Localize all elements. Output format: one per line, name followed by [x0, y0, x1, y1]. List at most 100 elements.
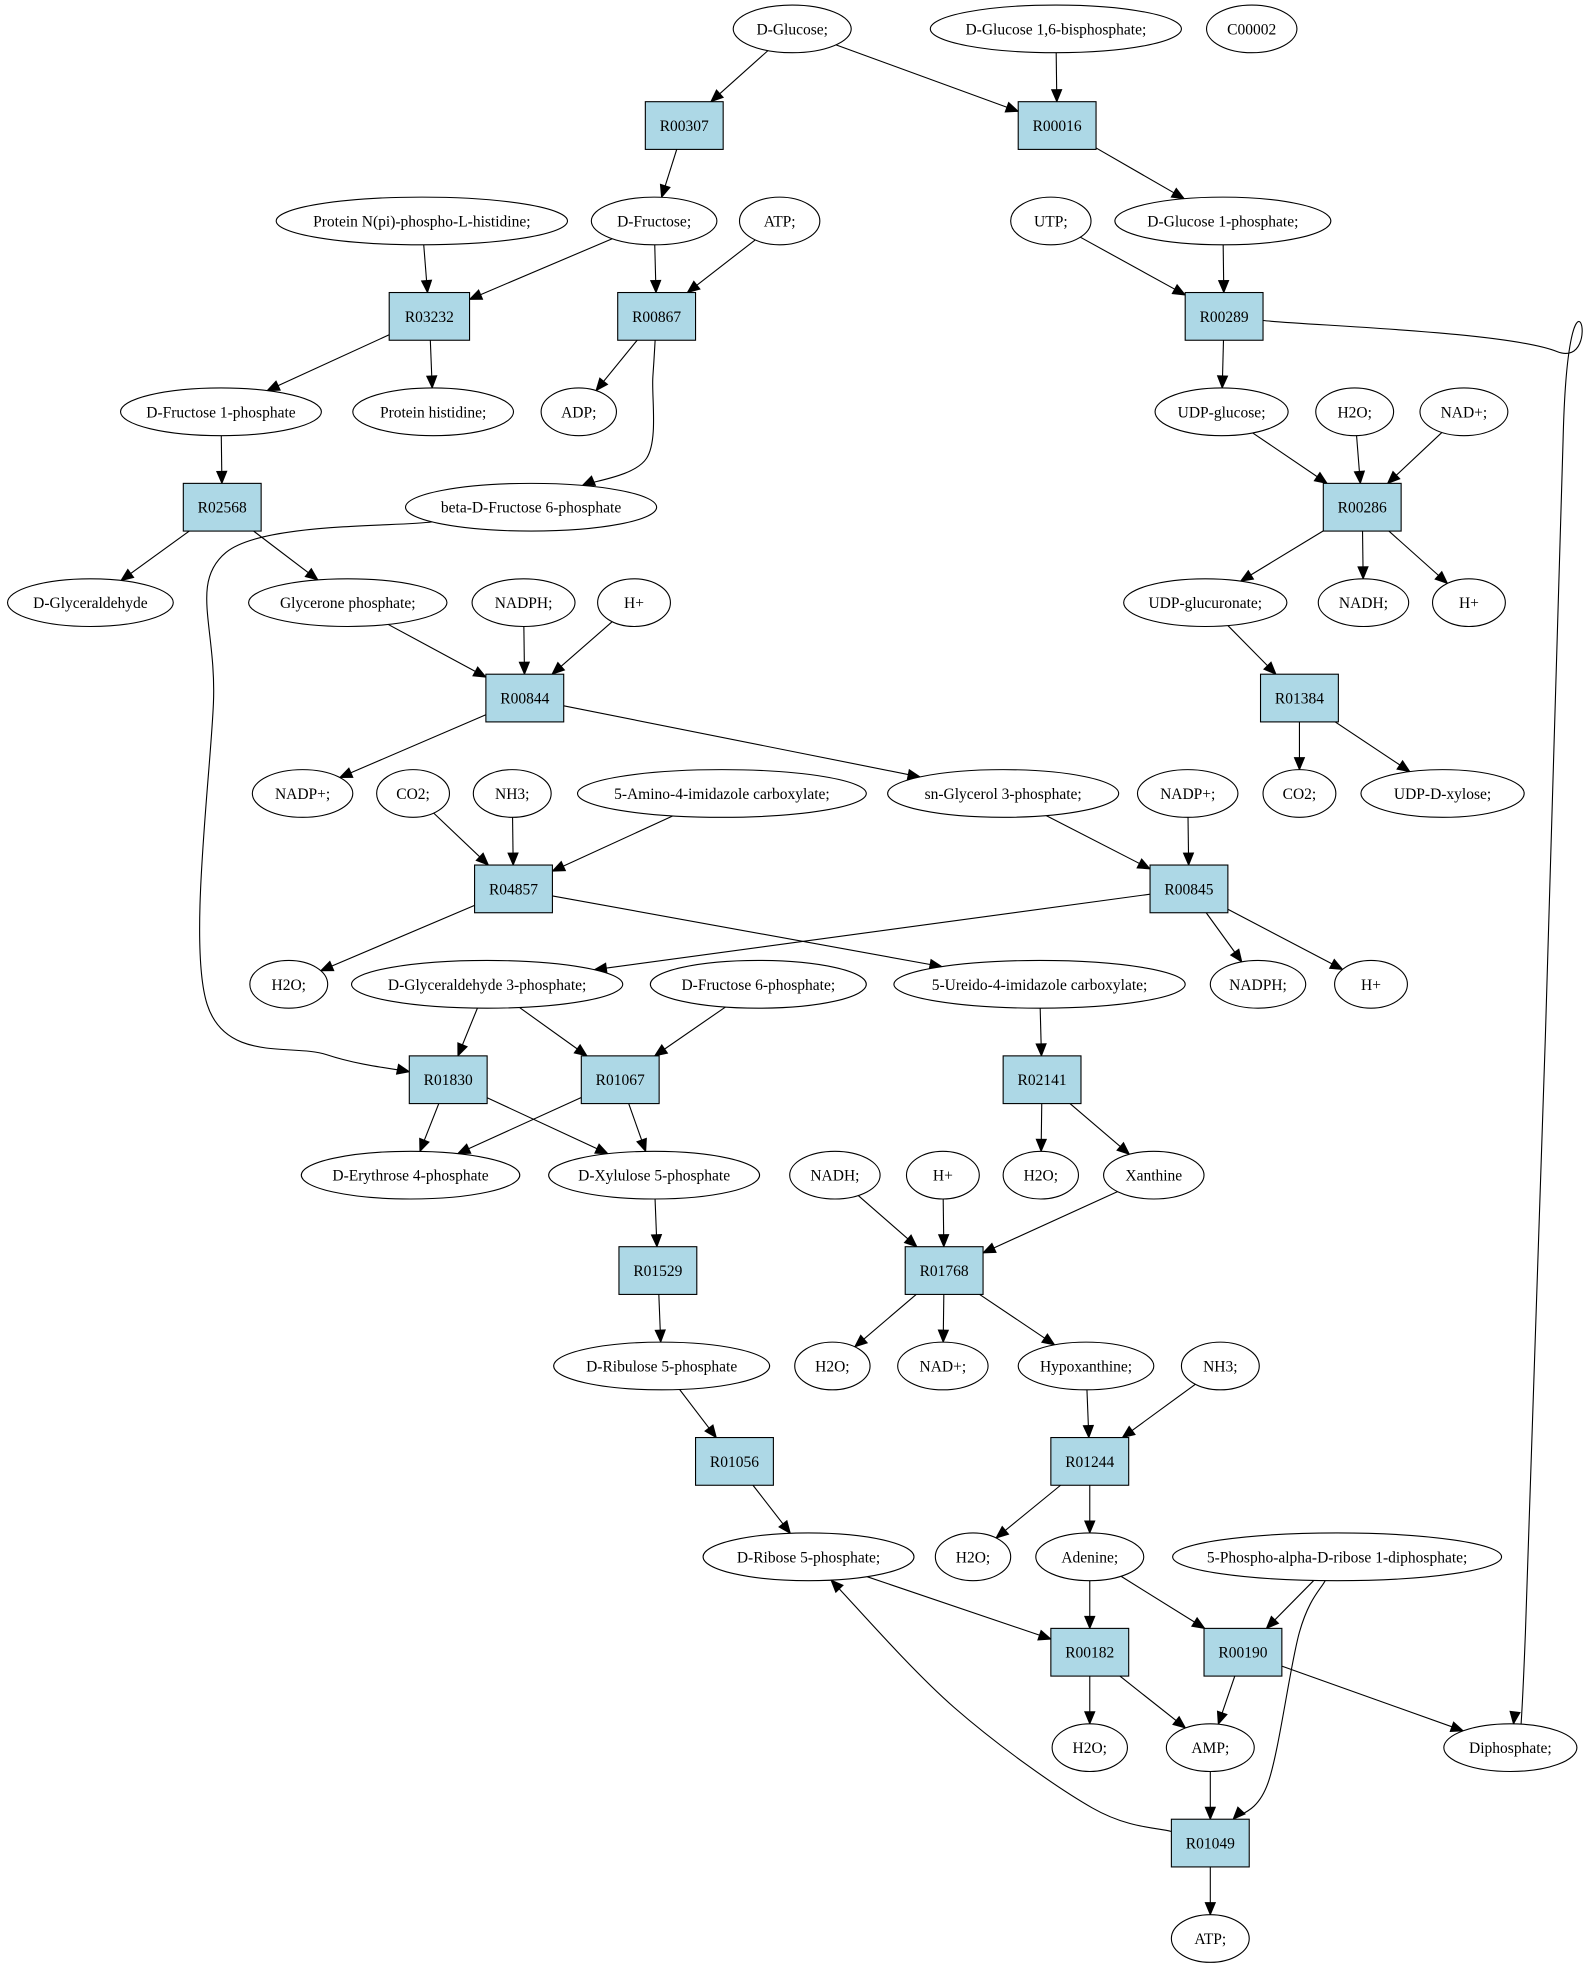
reaction-node[interactable]: R01384 — [1259, 673, 1339, 723]
reaction-label: R01244 — [1065, 1454, 1114, 1471]
edge-c-glc-to-r00307 — [709, 50, 769, 103]
compound-node: D-Glyceraldehyde 3-phosphate; — [350, 959, 624, 1009]
compound-label: NADP+; — [275, 786, 330, 803]
edge-c-gap-to-r01830 — [457, 1007, 478, 1058]
reaction-label: R03232 — [405, 309, 454, 326]
compound-node: H+ — [1431, 578, 1506, 628]
edge-c-prpp-to-r00190 — [1265, 1580, 1315, 1630]
compound-label: D-Glucose 1-phosphate; — [1147, 213, 1298, 230]
edge-c-bf6p-to-r01830 — [199, 521, 433, 1075]
edge-r01244-to-c-ade — [1084, 1485, 1096, 1535]
edge-r02141-to-c-xan — [1069, 1103, 1131, 1156]
edge-r02568-to-c-dhap — [253, 530, 319, 581]
compound-node: Hypoxanthine; — [1017, 1341, 1155, 1391]
reaction-node[interactable]: R01067 — [580, 1055, 660, 1105]
edge-c-x5p-to-r01529 — [650, 1198, 663, 1249]
edge-c-ru5p-to-r01056 — [679, 1389, 718, 1439]
compound-node: D-Glyceraldehyde — [6, 578, 174, 628]
reaction-node[interactable]: R01049 — [1170, 1818, 1250, 1868]
compound-label: NADPH; — [1229, 977, 1287, 994]
compound-node: Xanthine — [1103, 1150, 1205, 1200]
edge-r01067-to-c-e4p — [456, 1096, 582, 1155]
edge-r00289-to-c-ppi — [1262, 319, 1583, 1755]
compound-node: sn-Glycerol 3-phosphate; — [887, 769, 1120, 818]
compound-label: 5-Ureido-4-imidazole carboxylate; — [932, 977, 1148, 994]
compound-label: ATP; — [1194, 1931, 1226, 1948]
compound-label: H2O; — [1073, 1740, 1107, 1757]
edge-c-r5p-to-r00182 — [866, 1576, 1053, 1641]
compound-node: NADH; — [789, 1150, 881, 1200]
reaction-label: R00307 — [660, 118, 709, 135]
edge-c-fru-to-r00867 — [649, 244, 662, 294]
compound-node: H2O; — [249, 959, 329, 1009]
edge-r00867-to-c-adp — [595, 339, 638, 392]
edge-c-nh3b-to-r01244 — [1121, 1383, 1196, 1439]
edge-r01529-to-c-ru5p — [654, 1294, 666, 1344]
compound-label: Adenine; — [1061, 1549, 1118, 1566]
reaction-node[interactable]: R01768 — [904, 1246, 984, 1295]
edge-r02141-to-c-h2o3 — [1035, 1103, 1048, 1153]
reaction-node[interactable]: R00016 — [1017, 101, 1097, 150]
edge-r04857-to-c-uica — [552, 895, 944, 971]
edge-c-udpg-to-r00286 — [1252, 432, 1329, 485]
reaction-node[interactable]: R00289 — [1184, 291, 1264, 341]
compound-node: 5-Amino-4-imidazole carboxylate; — [576, 769, 867, 818]
compound-label: NADP+; — [1160, 786, 1215, 803]
reaction-node[interactable]: R01244 — [1050, 1436, 1130, 1486]
compound-label: AMP; — [1191, 1740, 1229, 1757]
reaction-node[interactable]: R01830 — [408, 1055, 488, 1105]
edge-r04857-to-c-h2o2 — [319, 904, 475, 972]
compound-label: D-Erythrose 4-phosphate — [332, 1168, 488, 1185]
compound-node: C00002 — [1205, 4, 1298, 54]
reaction-node[interactable]: R00845 — [1149, 864, 1229, 914]
compound-label: NAD+; — [920, 1358, 967, 1375]
compound-label: 5-Amino-4-imidazole carboxylate; — [614, 786, 830, 803]
edge-r00844-to-c-nadp1 — [338, 714, 487, 778]
edge-c-nad1-to-r00286 — [1386, 432, 1443, 485]
edge-r00182-to-c-amp — [1119, 1675, 1187, 1729]
reaction-node[interactable]: R00307 — [644, 101, 724, 150]
compound-label: NADPH; — [495, 595, 553, 612]
edge-r00016-to-c-g1p — [1095, 147, 1186, 200]
compound-node: UTP; — [1010, 196, 1092, 246]
compound-label: UDP-glucose; — [1178, 404, 1266, 421]
edge-c-nadph1-to-r00844 — [518, 626, 531, 676]
compound-label: H2O; — [1337, 404, 1371, 421]
reaction-node[interactable]: R00867 — [617, 291, 697, 341]
edge-r01049-to-c-atp2 — [1204, 1866, 1217, 1916]
reaction-node[interactable]: R01056 — [694, 1436, 774, 1486]
reaction-node[interactable]: R00190 — [1203, 1627, 1283, 1677]
reaction-label: R00016 — [1033, 118, 1082, 135]
compound-label: H2O; — [815, 1358, 849, 1375]
compound-label: Glycerone phosphate; — [280, 595, 416, 612]
compound-label: sn-Glycerol 3-phosphate; — [925, 786, 1082, 803]
reaction-node[interactable]: R02141 — [1002, 1055, 1082, 1105]
reaction-node[interactable]: R00286 — [1322, 482, 1402, 532]
compound-label: UTP; — [1034, 213, 1068, 230]
compound-node: NADH; — [1317, 578, 1410, 628]
reaction-node[interactable]: R01529 — [618, 1246, 698, 1295]
reaction-node[interactable]: R02568 — [182, 482, 262, 532]
compound-label: ADP; — [561, 404, 596, 421]
compound-label: beta-D-Fructose 6-phosphate — [441, 500, 621, 517]
reaction-node[interactable]: R03232 — [388, 291, 471, 341]
edge-r02568-to-c-gla — [119, 530, 190, 582]
compound-label: H2O; — [956, 1549, 990, 1566]
compound-node: D-Glucose 1,6-bisphosphate; — [929, 4, 1182, 54]
compound-node: ATP; — [738, 196, 821, 246]
reaction-label: R00867 — [632, 309, 681, 326]
edge-r01067-to-c-x5p — [628, 1103, 647, 1153]
compound-label: H2O; — [272, 977, 306, 994]
compound-node: CO2; — [1262, 769, 1337, 818]
compound-label: D-Glyceraldehyde 3-phosphate; — [388, 977, 586, 994]
compound-node: NAD+; — [1419, 387, 1509, 437]
edge-r00289-to-c-udpg — [1216, 340, 1229, 390]
reaction-label: R00845 — [1164, 881, 1213, 898]
reaction-node[interactable]: R00182 — [1050, 1627, 1130, 1677]
reaction-node[interactable]: R04857 — [474, 864, 553, 914]
compound-node: D-Glucose; — [732, 4, 852, 54]
reaction-node[interactable]: R00844 — [485, 673, 565, 723]
edge-r00190-to-c-ppi — [1281, 1665, 1465, 1733]
compound-node: UDP-glucuronate; — [1123, 578, 1288, 628]
